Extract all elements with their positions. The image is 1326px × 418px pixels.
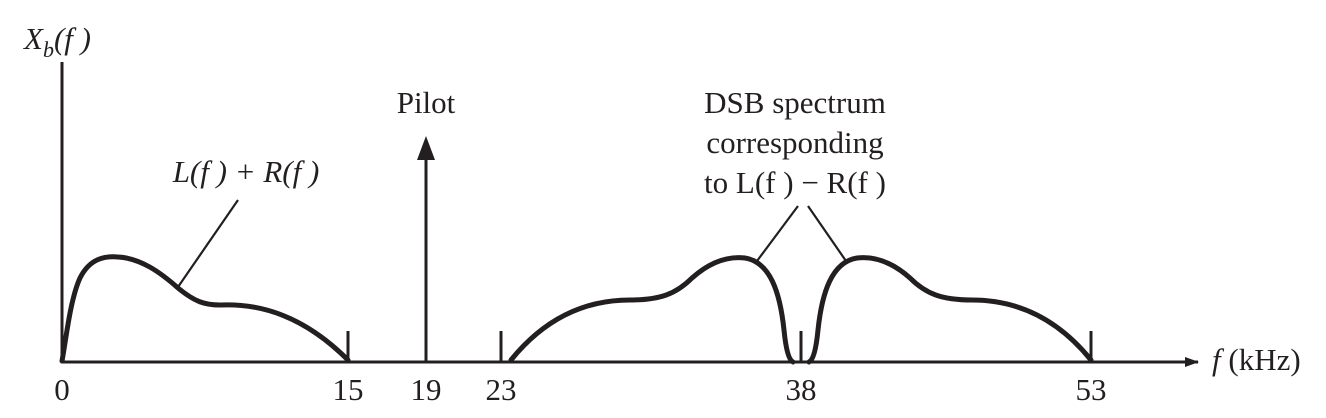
pilot-annotation: Pilot [397, 85, 456, 120]
dsb-lower-sideband-curve [508, 255, 796, 365]
dsb-annotation-line-1: DSB spectrum [704, 85, 886, 120]
tick-label-15: 15 [333, 372, 364, 407]
dsb-annotation-line-3: to L(f ) − R(f ) [704, 165, 886, 200]
tick-label-23: 23 [486, 372, 517, 407]
dsb-leader-line-left [756, 205, 799, 262]
baseband-spectrum-curve [59, 254, 351, 364]
tick-label-19: 19 [411, 372, 442, 407]
baseband-annotation: L(f ) + R(f ) [172, 154, 320, 189]
dsb-upper-sideband-curve [806, 255, 1094, 365]
y-axis-label: Xb(f ) [22, 21, 91, 62]
pilot-arrowhead [417, 136, 435, 160]
baseband-leader-line [177, 199, 239, 288]
dsb-leader-line-right [807, 205, 847, 262]
tick-label-53: 53 [1076, 372, 1107, 407]
tick-label-0: 0 [54, 372, 70, 407]
x-axis-label: f (kHz) [1212, 342, 1301, 377]
tick-label-38: 38 [786, 372, 817, 407]
dsb-annotation-line-2: corresponding [706, 125, 883, 160]
